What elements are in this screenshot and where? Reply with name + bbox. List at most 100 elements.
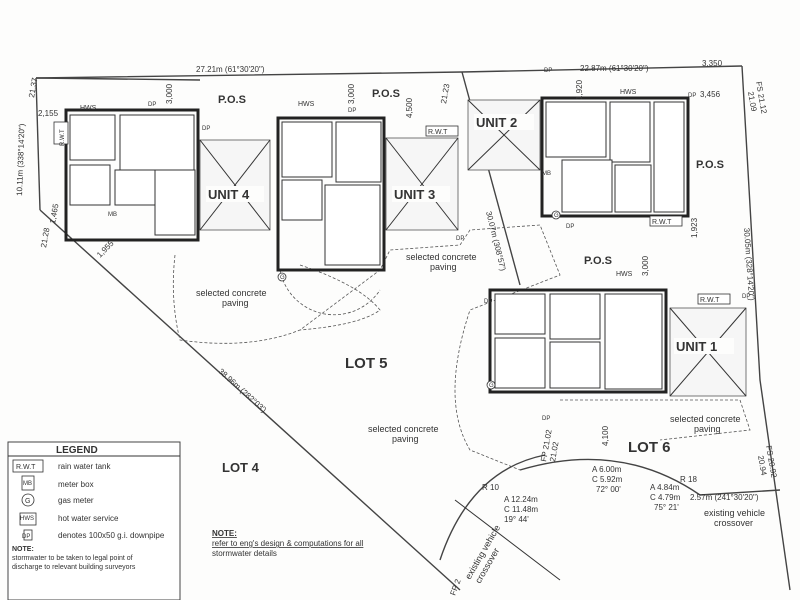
dp-3: DP <box>348 108 356 114</box>
lot-6-label: LOT 6 <box>628 439 671 456</box>
site-boundary <box>35 65 791 591</box>
legend-text-g: gas meter <box>58 496 94 505</box>
paving-label-4b: paving <box>694 424 721 434</box>
unit-1-label: UNIT 1 <box>676 339 717 354</box>
dim-3456: 3,456 <box>700 90 721 99</box>
unit-4-building <box>64 108 271 242</box>
gas-meter-unit2: G <box>554 213 559 219</box>
hws-unit4: HWS <box>80 105 97 112</box>
note-title: NOTE: <box>212 529 237 538</box>
dp-4: DP <box>544 68 552 74</box>
curve-c1: C 11.48m <box>504 505 538 514</box>
legend-text-hws: hot water service <box>58 514 119 523</box>
curve-r10: R 10 <box>482 483 499 492</box>
curve-ang2: 72° 00' <box>596 485 621 494</box>
legend-sym-g: G <box>25 498 30 505</box>
lot-labels: LOT 5 LOT 4 LOT 6 <box>222 355 671 475</box>
lvl-2123: 21.23 <box>439 83 451 105</box>
lvl-fp2: FP 2 <box>448 577 462 596</box>
curve-a2: A 6.00m <box>592 465 622 474</box>
curve-c3: C 4.79m <box>650 493 681 502</box>
dim-top-left: 27.21m (61°30'20") <box>196 65 265 74</box>
curve-data: R 10 R 18 A 12.24m C 11.48m 19° 44' A 6.… <box>482 465 697 524</box>
dp-7: DP <box>456 236 464 242</box>
paving-label-4a: selected concrete <box>670 414 741 424</box>
dim-1955: 1,955 <box>95 239 116 260</box>
paving-label-3b: paving <box>392 434 419 444</box>
dim-3350: 3,350 <box>702 59 723 68</box>
legend-sym-mb: MB <box>23 481 32 487</box>
dim-3000a: 3,000 <box>165 83 174 104</box>
paving-label-2a: selected concrete <box>406 252 477 262</box>
legend-text-rwt: rain water tank <box>58 462 111 471</box>
dim-3000b: 3,000 <box>347 83 356 104</box>
unit-3-building <box>276 116 459 272</box>
dp-6: DP <box>566 224 574 230</box>
dp-5: DP <box>688 93 696 99</box>
dim-left: 10.11m (338°14'20") <box>15 123 27 196</box>
lvl-2109: 21.09 <box>746 91 758 113</box>
unit-4-label: UNIT 4 <box>208 187 250 202</box>
dim-diagonal: 38.96m (282°03') <box>217 367 269 415</box>
crossover-label-1a: existing vehicle <box>704 508 765 518</box>
curve-c2: C 5.92m <box>592 475 623 484</box>
pos-label-unit4: P.O.S <box>218 94 246 106</box>
dimension-labels: 27.21m (61°30'20") 22.87m (61°30'20") 10… <box>15 59 779 597</box>
lot-4-label: LOT 4 <box>222 460 260 475</box>
unit-2-building <box>467 96 690 218</box>
lvl-2137: 21.37 <box>27 77 39 99</box>
lvl-2094: 20.94 <box>756 455 768 477</box>
paving-areas <box>172 224 751 471</box>
dim-2155: 2,155 <box>38 109 59 118</box>
legend-text-mb: meter box <box>58 480 94 489</box>
legend-text-dp: denotes 100x50 g.i. downpipe <box>58 531 165 540</box>
paving-labels: selected concrete paving selected concre… <box>196 252 765 585</box>
dim-3000c: 3,000 <box>641 255 650 276</box>
mb-unit4: MB <box>108 212 117 218</box>
dp-8: DP <box>484 299 492 305</box>
curve-a1: A 12.24m <box>504 495 538 504</box>
pos-labels: P.O.S P.O.S P.O.S P.O.S <box>218 88 724 267</box>
unit-labels: UNIT 4 UNIT 3 UNIT 2 UNIT 1 <box>206 114 734 354</box>
paving-label-1a: selected concrete <box>196 288 267 298</box>
lot-5-label: LOT 5 <box>345 355 388 372</box>
hws-unit3: HWS <box>298 101 315 108</box>
rwt-unit1: R.W.T <box>700 297 720 304</box>
paving-label-2b: paving <box>430 262 457 272</box>
lvl-2128: 21.28 <box>39 227 51 249</box>
dp-2: DP <box>202 126 210 132</box>
dp-9: DP <box>542 416 550 422</box>
pos-label-unit1: P.O.S <box>584 255 612 267</box>
note-line2: stormwater details <box>212 549 277 558</box>
dim-1923: 1,923 <box>690 217 699 238</box>
dim-top-right: 22.87m (61°30'20") <box>580 64 649 73</box>
equipment-labels: R.W.T R.W.T R.W.T R.W.T HWS HWS HWS HWS … <box>53 68 750 422</box>
legend-title: LEGEND <box>56 445 98 456</box>
unit-3-label: UNIT 3 <box>394 187 435 202</box>
pos-label-unit2: P.O.S <box>696 159 724 171</box>
rwt-unit3: R.W.T <box>428 129 448 136</box>
legend-sym-hws: HWS <box>20 516 34 522</box>
paving-label-3a: selected concrete <box>368 424 439 434</box>
rwt-unit2: R.W.T <box>652 219 672 226</box>
rwt-unit4: R.W.T <box>60 129 66 146</box>
mb-unit2: MB <box>542 171 551 177</box>
dim-right: 30.05m (328°14'20") <box>742 228 756 302</box>
dim-4500: 4,500 <box>405 97 414 118</box>
legend: LEGEND R.W.T rain water tank MB meter bo… <box>7 441 181 600</box>
legend-note-title: NOTE: <box>12 546 34 553</box>
curve-ang3: 75° 21' <box>654 503 679 512</box>
curve-r18: R 18 <box>680 475 697 484</box>
gas-meter-unit3: G <box>280 275 285 281</box>
dim-mid: 30.07m (308°57') <box>484 210 508 272</box>
dp-1: DP <box>148 102 156 108</box>
curve-a3: A 4.84m <box>650 483 680 492</box>
dim-1465: 1,465 <box>48 203 60 225</box>
gas-meter-unit1: G <box>489 383 494 389</box>
paving-label-1b: paving <box>222 298 249 308</box>
crossover-label-1b: crossover <box>714 518 753 528</box>
dim-1920: 1,920 <box>575 79 584 100</box>
pos-label-unit3: P.O.S <box>372 88 400 100</box>
dim-bottom: 2.57m (241°30'20") <box>690 493 759 502</box>
